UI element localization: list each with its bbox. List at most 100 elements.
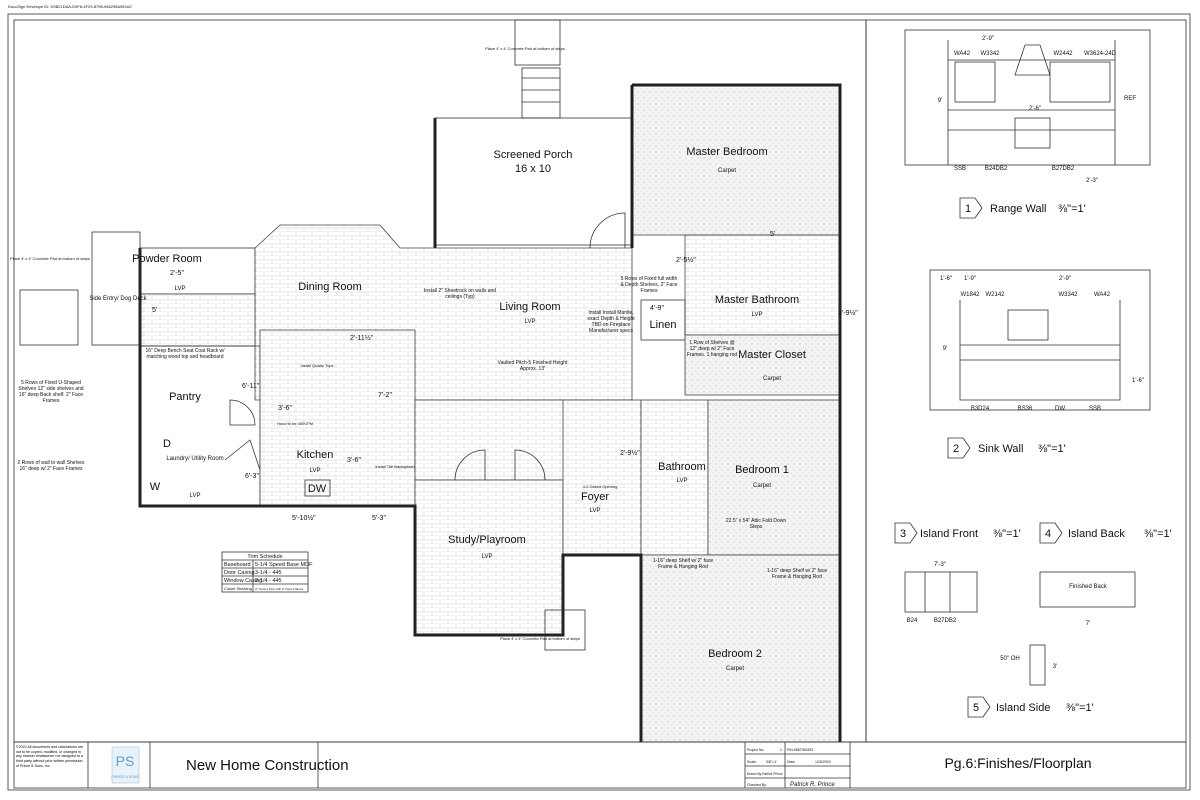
dimensions: 2'-11½" 6'-11" 3'-6" 7'-2" 6'-3" 3'-6" 5… [152, 231, 858, 522]
dim: 2'-9½" [620, 449, 640, 457]
trim-cell: Closet Shelving [224, 586, 252, 591]
elevation-label: Island Back [1068, 528, 1125, 540]
elevation-scale: ⅜"=1' [993, 528, 1021, 540]
range-wall-tag: 1 Range Wall ⅜"=1' [959, 197, 1086, 219]
tag-number: 1 [965, 203, 971, 215]
trim-cell: Window Casing [224, 578, 262, 584]
dim: 2'-6" [1029, 106, 1041, 112]
drawn-by: Drawn By:Patrick Prince [747, 772, 783, 776]
island-front-tag: 3 Island Front ⅜"=1' [894, 522, 1021, 544]
note-shelf-1: 1-16" deep Shelf w/ 2" face Frame & Hang… [652, 558, 714, 570]
living-room-label: Living Room [499, 301, 560, 313]
dim: 5'-10½" [292, 514, 316, 522]
date-value: 1/26/2023 [815, 760, 831, 764]
note-bench: 16" Deep Bench Seat Coat Rack w/ matchin… [145, 348, 225, 360]
note-linen: 5 Rows of Fixed full width & Depth Shelv… [620, 276, 678, 294]
cabinet-label: SSB [1089, 406, 1101, 412]
cabinet-label: W3624-24D [1084, 51, 1117, 57]
kitchen [259, 329, 416, 507]
cabinet-label: B24 [907, 618, 918, 624]
cabinet-label: B3D24 [971, 406, 990, 412]
foyer-floor: LVP [590, 508, 601, 514]
note-shelf-2: 1-16" deep Shelf w/ 2" face Frame & Hang… [766, 568, 828, 580]
dishwasher [304, 479, 331, 497]
laundry-door[interactable] [224, 439, 261, 471]
living-room-floor: LVP [525, 319, 536, 325]
envelope-id: DocuSign Envelope ID: D9B21DAA-D9F8-4F29… [8, 4, 132, 9]
washer-label: W [150, 481, 161, 493]
dim: 2'-5" [170, 270, 184, 277]
cabinet-label: BS36 [1018, 406, 1033, 412]
side-entry-deck [91, 231, 141, 346]
checked-by: Checked By: [747, 783, 767, 787]
laundry-floor: LVP [190, 493, 201, 499]
project-title: New Home Construction [186, 757, 349, 774]
bedroom-2-floor: Carpet [726, 666, 744, 672]
island-front-elevation: 7'-3" B24 B27DB2 [904, 562, 978, 624]
dim: 3'-9½" [838, 309, 858, 317]
master-bedroom-label: Master Bedroom [686, 146, 767, 158]
svg-text:PS: PS [116, 753, 135, 769]
note-closet: 1 Row of Shelves @ 12" deep w/ 2" Face F… [686, 340, 738, 358]
dim: 1'-6" [940, 276, 952, 282]
trim-cell: 3-1/4 - 445 [255, 578, 282, 584]
side-entry-label: Side Entry/ Dog Deck [89, 296, 147, 302]
island-back-elevation: Finished Back 7' [1039, 571, 1136, 627]
pantry-label: Pantry [169, 391, 201, 403]
cabinet-label: B27DB2 [934, 618, 957, 624]
project-no: 1 [780, 748, 782, 752]
dim: 5'-3" [372, 515, 386, 522]
range-hood [1014, 44, 1051, 76]
elevation-label: Island Front [920, 528, 978, 540]
cabinet-label: W3342 [1058, 292, 1078, 298]
dim: 1'-6" [1132, 378, 1144, 384]
logo-text: PRINCE & SONS [111, 775, 139, 779]
dim: 2'-9" [1059, 276, 1071, 282]
pantry-door[interactable] [229, 399, 256, 426]
trim-cell: 3-1/4 - 445 [255, 570, 282, 576]
trim-cell: Baseboard [224, 562, 251, 568]
dim: 3'-6" [347, 457, 361, 464]
note-pad-bottom: Place 4' x 4' Concrete Pad at bottom of … [500, 636, 580, 641]
elevation-scale: ⅜"=1' [1038, 443, 1066, 455]
concrete-pad-bottom [544, 609, 586, 651]
cabinet-label: WA42 [954, 51, 971, 57]
bedroom-1-floor: Carpet [753, 483, 771, 489]
pin: PIN:9887065352 [787, 748, 813, 752]
study-label: Study/Playroom [448, 534, 526, 546]
master-bathroom [684, 234, 841, 336]
exterior-walls [138, 83, 842, 742]
dim: 2'-11½" [350, 334, 374, 342]
master-closet-floor: Carpet [763, 376, 781, 382]
dim: 6'-11" [242, 383, 260, 390]
cabinet-label: WA42 [1094, 292, 1111, 298]
hall [139, 293, 256, 347]
linen-closet [640, 299, 686, 341]
linen-label: Linen [650, 319, 677, 331]
powder-room-label: Powder Room [132, 253, 202, 265]
cabinet-label: W1842 [960, 292, 980, 298]
tag-number: 4 [1045, 528, 1051, 540]
porch-door[interactable] [589, 212, 626, 249]
foyer [562, 399, 642, 556]
window [1007, 309, 1049, 341]
dim: 3' [1053, 664, 1057, 670]
dim: 5' [770, 231, 775, 238]
dim: 2'-5½" [676, 256, 696, 264]
overhang-label: 50" OH [1000, 656, 1019, 662]
trim-cell: 3" block a Pine with 2" Face Frames [255, 587, 304, 591]
note-vaulted: Vaulted Pitch-5 Finished Height Approx. … [497, 360, 568, 372]
dim: 2'-3" [1086, 178, 1098, 184]
trim-cell: Door Casing [224, 570, 255, 576]
cabinet-label: W2142 [985, 292, 1005, 298]
dryer-label: D [163, 438, 171, 450]
island-back-tag: 4 Island Back ⅜"=1' [1039, 522, 1172, 544]
date-label: Date: [787, 760, 795, 764]
island-side-tag: 5 Island Side ⅜"=1' [967, 696, 1094, 718]
dim: 2'-9" [982, 36, 994, 42]
dim: 7'-3" [934, 562, 946, 568]
double-door-study[interactable] [454, 449, 546, 481]
powder-room-floor: LVP [175, 286, 186, 292]
elevation-label: Island Side [996, 702, 1050, 714]
